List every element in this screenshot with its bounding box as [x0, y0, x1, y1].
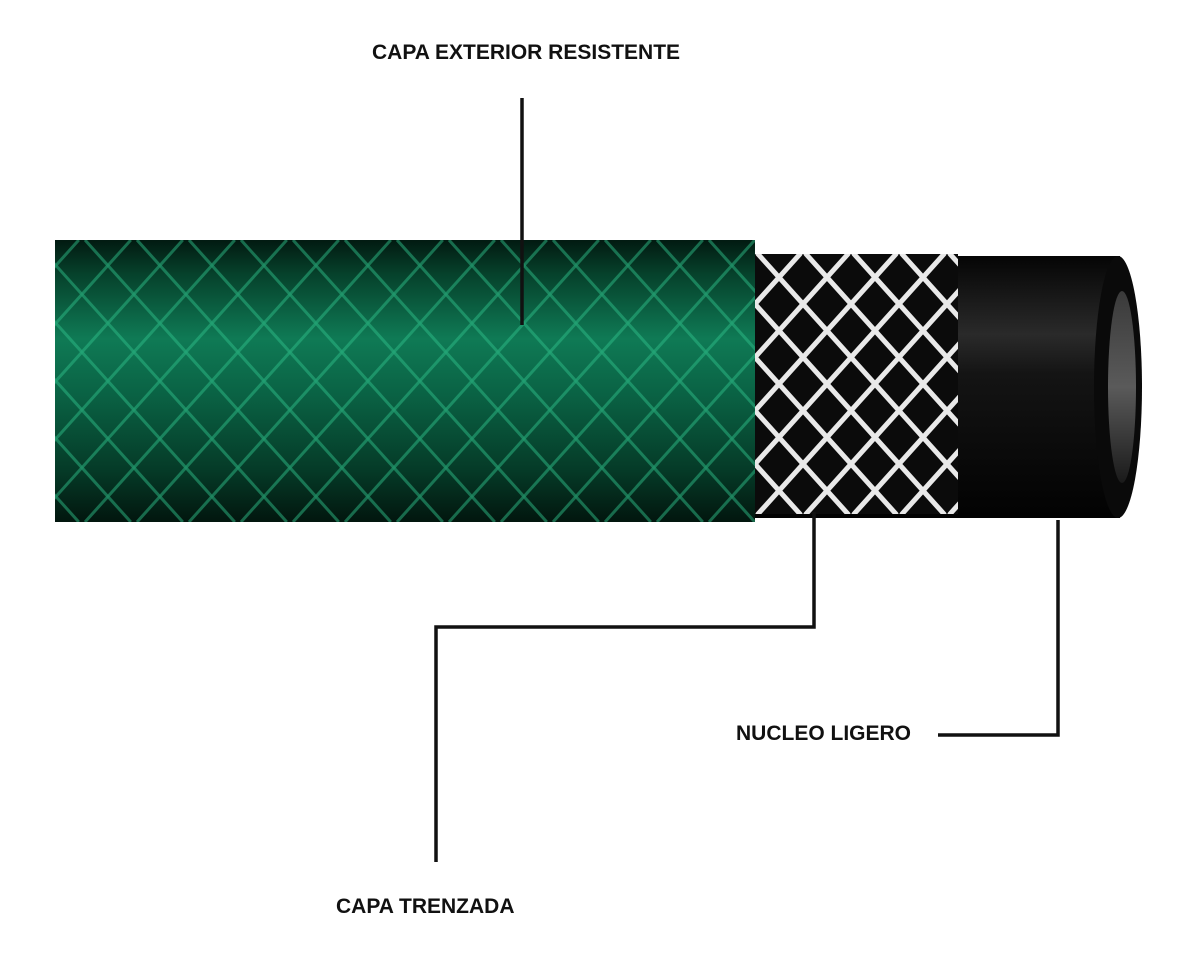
- braided-layer-label: CAPA TRENZADA: [336, 895, 515, 918]
- mesh-strand: [0, 240, 27, 522]
- outer-layer-label: CAPA EXTERIOR RESISTENTE: [372, 41, 681, 64]
- outer-layer: [0, 240, 755, 522]
- leader-lines: [434, 98, 1060, 862]
- mesh-strand: [730, 254, 899, 443]
- mesh-strand: [899, 448, 958, 514]
- mesh-strand: [1190, 254, 1200, 514]
- mesh-strand: [851, 254, 958, 374]
- mesh-strand: [803, 341, 958, 514]
- mesh-strand: [1190, 254, 1200, 514]
- mesh-strand: [730, 432, 803, 514]
- core-bore: [1108, 291, 1136, 483]
- mesh-strand: [0, 240, 27, 522]
- mesh-strand: [851, 394, 958, 514]
- mesh-strand: [755, 288, 958, 514]
- mesh-strand: [730, 254, 803, 336]
- core-label: NUCLEO LIGERO: [736, 722, 912, 745]
- mesh-strand: [1142, 254, 1200, 514]
- mesh-strand: [899, 254, 958, 320]
- leader-line-core: [938, 520, 1060, 737]
- leader-line-braided-layer: [434, 512, 816, 862]
- mesh-strand: [1142, 254, 1200, 514]
